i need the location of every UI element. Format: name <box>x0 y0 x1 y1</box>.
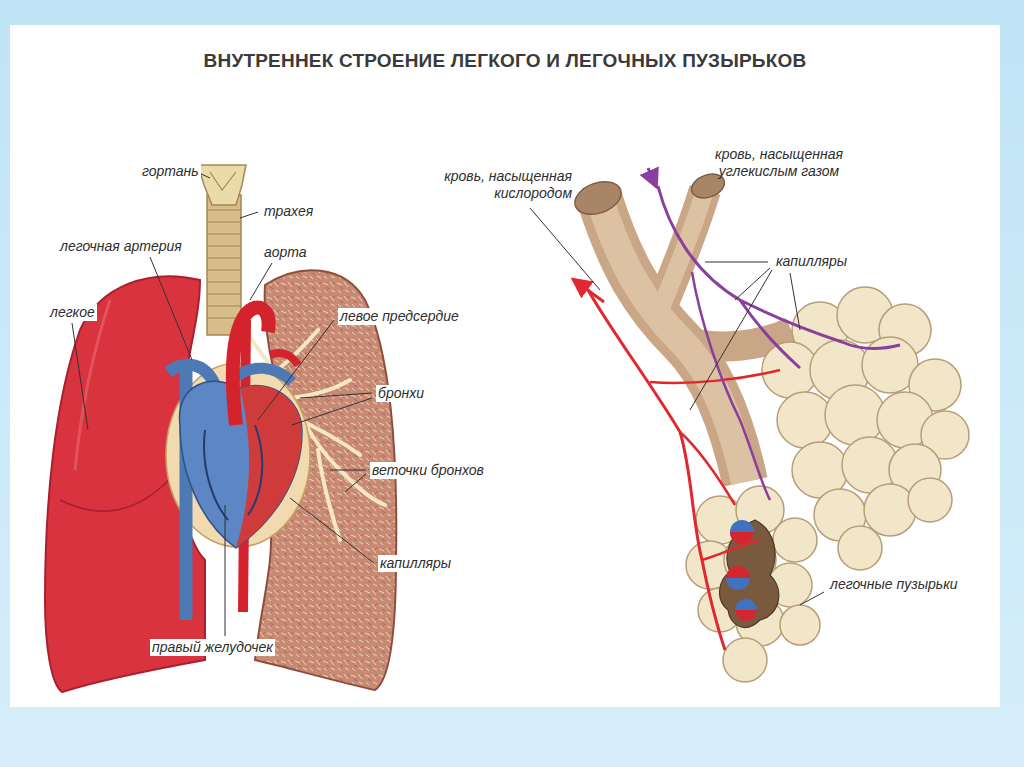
part-label: трахея <box>262 203 315 220</box>
panel <box>10 25 1000 707</box>
alveoli-section <box>720 520 779 627</box>
leader-line <box>800 592 824 605</box>
leader-line <box>690 262 800 410</box>
leader-line <box>290 498 374 563</box>
heart <box>232 368 292 382</box>
leader-line <box>72 172 824 636</box>
heart <box>236 385 302 548</box>
alveoli-section <box>726 566 750 590</box>
larynx <box>198 165 246 205</box>
right-lung <box>75 300 110 470</box>
part-label: гортань <box>140 163 201 180</box>
leader-line <box>225 505 226 636</box>
part-label: левое предсердие <box>338 308 461 325</box>
part-label: легочная артерия <box>58 238 184 255</box>
part-label: веточки бронхов <box>370 462 486 479</box>
leader-line <box>72 323 88 430</box>
alveoli <box>773 518 817 562</box>
heart <box>166 308 310 620</box>
heart <box>233 308 269 425</box>
alveoli <box>723 638 767 682</box>
right-lung <box>60 470 178 511</box>
diagram-title: ВНУТРЕННЕК СТРОЕНИЕ ЛЕГКОГО И ЛЕГОЧНЫХ П… <box>10 50 1000 72</box>
alveoli-section <box>735 599 757 621</box>
blood-vessels <box>648 168 656 186</box>
bronchiole <box>570 176 625 221</box>
blood-vessels <box>658 186 900 368</box>
larynx <box>198 165 246 205</box>
trachea <box>207 210 241 318</box>
alveoli <box>864 484 916 536</box>
blood-vessels <box>650 370 780 560</box>
leader-line <box>150 257 192 360</box>
trachea <box>207 195 241 335</box>
blood-vessels <box>588 290 725 650</box>
alveoli <box>825 385 885 445</box>
heart <box>270 353 298 365</box>
alveoli-section <box>735 610 757 621</box>
alveoli <box>780 605 820 645</box>
leader-line <box>250 263 272 300</box>
heart <box>204 425 262 520</box>
part-label: правый желудочек <box>150 639 275 656</box>
leader-line <box>258 320 334 420</box>
right-lung <box>45 276 205 692</box>
part-label: капилляры <box>378 555 453 572</box>
leader-line <box>292 393 372 425</box>
alveoli <box>908 478 952 522</box>
trachea <box>207 195 241 335</box>
part-label: легкое <box>48 304 97 321</box>
blood-vessels <box>574 280 604 302</box>
part-label: кровь, насыщенная углекислым газом <box>672 146 886 180</box>
alveoli-section <box>726 578 750 590</box>
part-label: капилляры <box>774 253 849 270</box>
part-label: кровь, насыщенная кислородом <box>420 168 574 202</box>
right-lung <box>45 276 205 692</box>
part-label: бронхи <box>376 385 426 402</box>
leader-line <box>530 208 600 290</box>
leader-line <box>240 212 258 218</box>
part-label: аорта <box>262 244 309 261</box>
alveoli <box>777 392 833 448</box>
alveoli-section <box>730 520 754 544</box>
alveoli <box>838 526 882 570</box>
part-label: легочные пузырьки <box>828 576 960 593</box>
alveoli <box>686 287 969 682</box>
alveoli-section <box>720 520 779 627</box>
larynx <box>210 172 236 190</box>
leader-line <box>330 470 366 492</box>
